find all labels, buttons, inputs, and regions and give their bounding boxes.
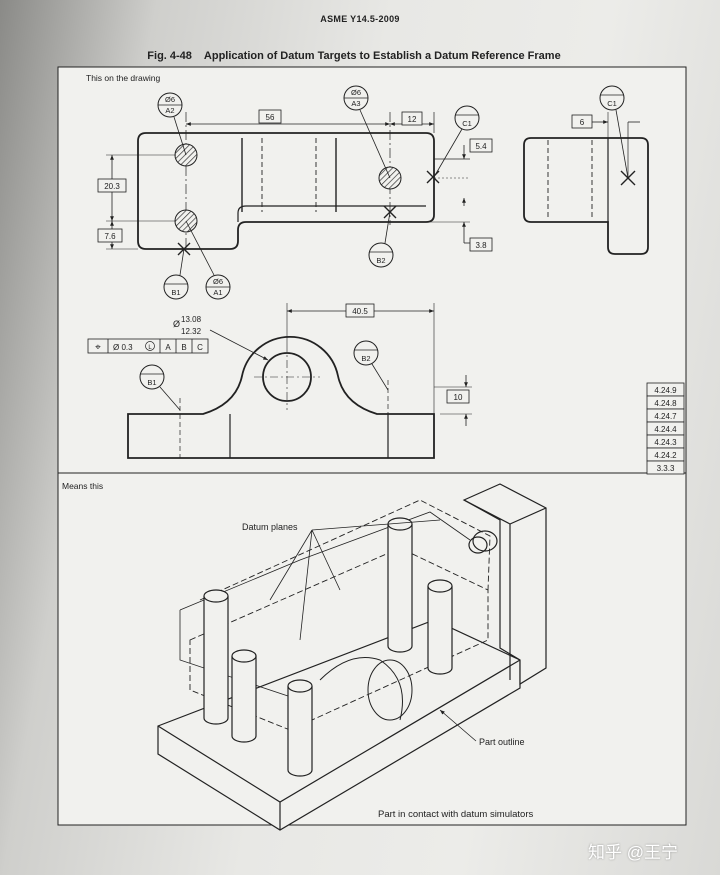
svg-text:B2: B2 xyxy=(361,354,370,363)
svg-text:Ø6: Ø6 xyxy=(213,277,223,286)
fcf-datum-a: A xyxy=(165,343,171,352)
isometric-view xyxy=(157,483,547,831)
dimension-6: 6 xyxy=(571,112,640,138)
side-view xyxy=(523,122,649,255)
svg-text:C1: C1 xyxy=(607,99,617,108)
locating-pin xyxy=(472,530,498,552)
figure-number: Fig. 4-48 xyxy=(147,50,192,62)
bottom-view xyxy=(127,336,435,459)
svg-text:20.3: 20.3 xyxy=(104,182,120,191)
position-symbol: ⌖ xyxy=(95,342,101,353)
datum-target-b1-bottom: B1 xyxy=(139,364,181,411)
svg-text:Ø: Ø xyxy=(173,319,180,329)
watermark: 知乎 @王宁 xyxy=(588,843,678,862)
figure-title: Fig. 4-48 Application of Datum Targets to… xyxy=(0,50,720,62)
svg-text:B2: B2 xyxy=(376,256,385,265)
svg-text:B1: B1 xyxy=(147,378,156,387)
datum-target-b2-front: B2 xyxy=(368,211,394,268)
dimension-20-3: 20.3 xyxy=(97,154,176,222)
svg-text:Ø6: Ø6 xyxy=(165,95,175,104)
svg-text:40.5: 40.5 xyxy=(352,307,368,316)
dimension-7-6: 7.6 xyxy=(97,221,138,250)
svg-text:12: 12 xyxy=(408,115,417,124)
section-label-means: Means this xyxy=(62,481,103,491)
fcf-datum-b: B xyxy=(181,343,186,352)
svg-text:A3: A3 xyxy=(351,99,360,108)
svg-text:12.32: 12.32 xyxy=(181,327,202,336)
dimension-3-8: 3.8 xyxy=(426,221,493,252)
part-outline-label: Part outline xyxy=(479,737,525,747)
reference-item: 3.3.3 xyxy=(657,464,675,473)
svg-text:5.4: 5.4 xyxy=(475,142,487,151)
dimension-10: 10 xyxy=(434,375,472,426)
dimension-56: 56 xyxy=(186,109,390,126)
reference-item: 4.24.3 xyxy=(654,438,677,447)
svg-text:3.8: 3.8 xyxy=(475,241,487,250)
reference-item: 4.24.8 xyxy=(654,399,677,408)
datum-target-c1-front: C1 xyxy=(433,105,480,178)
svg-text:Ø6: Ø6 xyxy=(351,88,361,97)
svg-text:10: 10 xyxy=(454,393,463,402)
datum-target-b1-front: B1 xyxy=(163,248,189,300)
datum-simulator-pins xyxy=(203,517,453,777)
dimension-5-4: 5.4 xyxy=(434,138,493,206)
figure-caption: Application of Datum Targets to Establis… xyxy=(203,50,561,62)
section-label-drawing: This on the drawing xyxy=(86,73,160,83)
datum-target-b2-bottom: B2 xyxy=(353,340,389,391)
svg-text:13.08: 13.08 xyxy=(181,315,202,324)
reference-item: 4.24.4 xyxy=(654,425,677,434)
svg-text:A1: A1 xyxy=(213,288,222,297)
feature-control-frame: ⌖ Ø 0.3 L A B C xyxy=(87,338,209,354)
page-header: ASME Y14.5-2009 xyxy=(320,14,400,24)
front-view xyxy=(137,112,435,252)
svg-text:B1: B1 xyxy=(171,288,180,297)
reference-item: 4.24.2 xyxy=(654,451,677,460)
references-table: 4.24.9 4.24.8 4.24.7 4.24.4 4.24.3 4.24.2 3.3.… xyxy=(646,382,685,475)
dimension-12: 12 xyxy=(390,111,435,133)
datum-target-c1-side: C1 xyxy=(599,85,629,179)
svg-text:A2: A2 xyxy=(165,106,174,115)
target-point-c1 xyxy=(426,170,440,184)
svg-text:6: 6 xyxy=(580,118,585,127)
dimension-diameter-hole: Ø 13.08 12.32 xyxy=(173,315,269,361)
svg-text:C1: C1 xyxy=(462,119,472,128)
datum-target-a2: Ø6 A2 xyxy=(157,92,187,156)
datum-target-a1: Ø6 A1 xyxy=(185,220,231,300)
fcf-datum-c: C xyxy=(197,343,203,352)
upright-block xyxy=(462,483,547,686)
reference-item: 4.24.7 xyxy=(654,412,677,421)
fcf-modifier: L xyxy=(148,345,152,351)
svg-text:56: 56 xyxy=(266,113,275,122)
reference-cell xyxy=(646,460,685,475)
reference-item: 4.24.9 xyxy=(654,386,677,395)
datum-target-a3: Ø6 A3 xyxy=(343,85,391,179)
fcf-tolerance: Ø 0.3 xyxy=(113,343,133,352)
svg-text:7.6: 7.6 xyxy=(104,232,116,241)
datum-planes-label: Datum planes xyxy=(242,522,298,532)
bottom-caption: Part in contact with datum simulators xyxy=(378,809,533,820)
dimension-40-5: 40.5 xyxy=(286,303,435,414)
